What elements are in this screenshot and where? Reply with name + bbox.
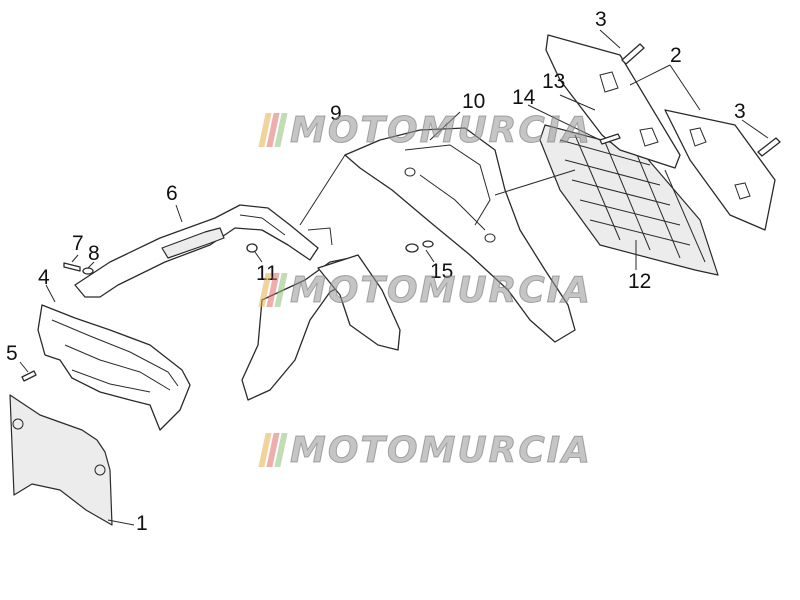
leader-lines — [19, 29, 769, 526]
watermark-logo-bars — [258, 433, 288, 467]
part-7-screw — [63, 262, 81, 272]
callout-8: 8 — [88, 242, 100, 265]
callout-labels: 1 2 3 3 4 5 6 7 8 9 10 11 12 13 14 15 — [6, 8, 746, 535]
callout-1: 1 — [136, 512, 148, 535]
watermark-text: MOTOMURCIA — [289, 109, 593, 151]
watermark-top: MOTOMURCIA — [258, 109, 593, 151]
callout-4: 4 — [38, 266, 50, 289]
callout-6: 6 — [166, 182, 178, 205]
callout-10: 10 — [462, 90, 485, 113]
watermark-middle: MOTOMURCIA — [258, 269, 593, 311]
part-10-rear-mudguard — [344, 127, 576, 343]
callout-12: 12 — [628, 270, 651, 293]
part-15-nut-washer — [405, 240, 434, 253]
callout-3-right: 3 — [734, 100, 746, 123]
watermark-text: MOTOMURCIA — [289, 429, 593, 471]
part-2-reflector-plate — [664, 109, 776, 231]
watermark-logo-bars — [258, 113, 288, 147]
part-3-screw-top — [621, 43, 645, 65]
callout-9: 9 — [330, 102, 342, 125]
part-8-washer — [82, 267, 94, 275]
callout-15: 15 — [430, 260, 453, 283]
watermark-bottom: MOTOMURCIA — [258, 429, 593, 471]
callout-5: 5 — [6, 342, 18, 365]
callout-14: 14 — [512, 86, 536, 109]
callout-3-top: 3 — [595, 8, 607, 31]
part-14-screw — [599, 133, 621, 145]
callout-2: 2 — [670, 44, 682, 67]
part-3-screw-right — [757, 137, 781, 157]
watermark-logo-bars — [258, 273, 288, 307]
part-11-mount-bracket — [241, 227, 401, 401]
watermark-text: MOTOMURCIA — [289, 269, 593, 311]
callout-13: 13 — [542, 70, 565, 93]
part-1-plate-support — [9, 394, 113, 526]
callout-7: 7 — [72, 232, 84, 255]
part-5-screw — [21, 370, 37, 382]
part-12-plate-holder — [539, 124, 719, 276]
part-4-tail-light-housing — [37, 304, 191, 431]
part-13-clamp — [545, 34, 681, 169]
part-6-rear-bracket — [74, 204, 319, 298]
